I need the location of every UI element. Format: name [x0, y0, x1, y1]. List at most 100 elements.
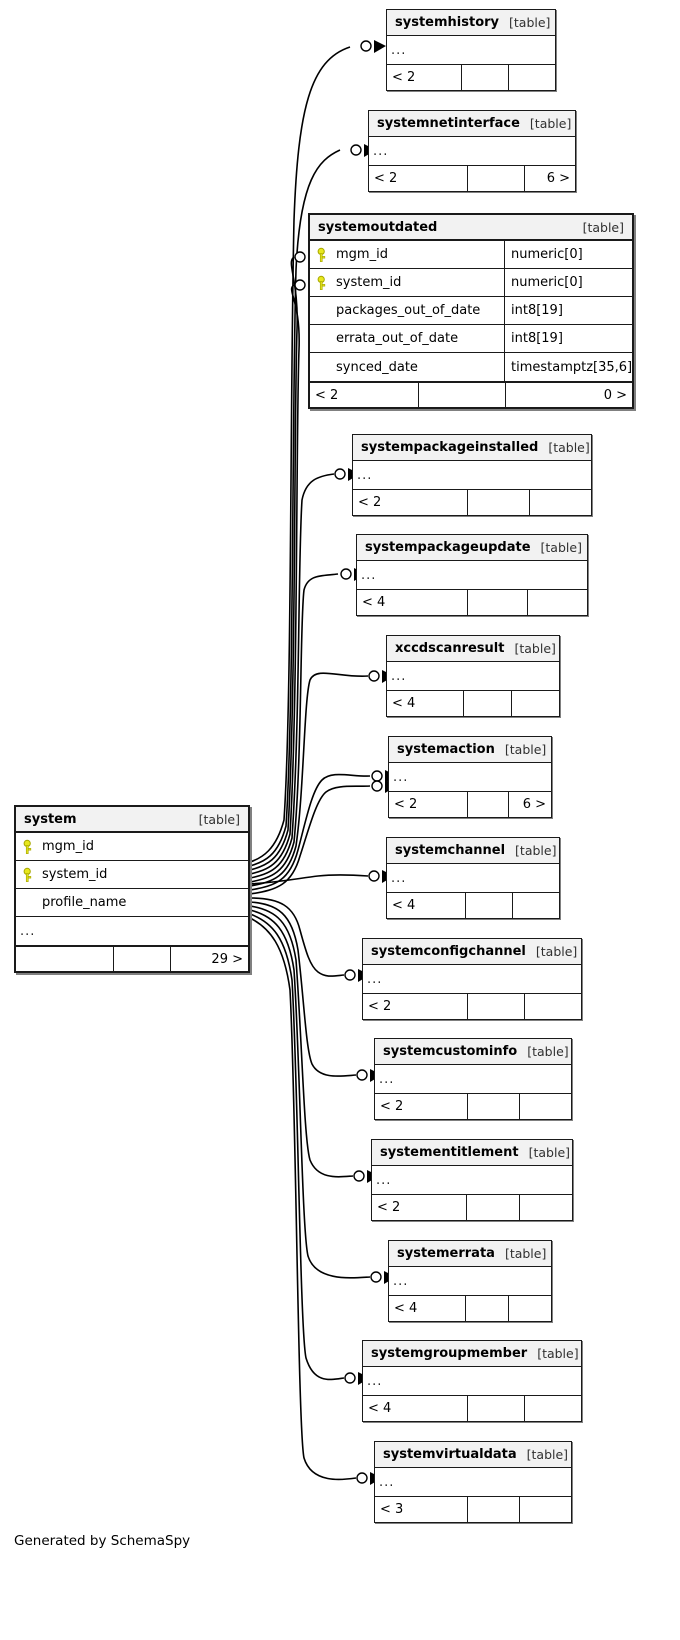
primary-key-icon: [22, 839, 38, 855]
table-header: systemvirtualdata [table]: [375, 1442, 571, 1468]
more-columns-indicator: ...: [391, 668, 407, 684]
column-cell: system_id: [310, 269, 504, 296]
table-node-systementitlement[interactable]: systementitlement[table]...< 2: [371, 1139, 573, 1221]
footer-children-count: [520, 1195, 573, 1220]
column-list: ...: [375, 1468, 571, 1496]
table-type-label: [table]: [514, 641, 556, 656]
primary-key-icon: [316, 275, 332, 291]
footer-children-count: [520, 1497, 572, 1522]
footer-parents-count: < 2: [310, 383, 419, 407]
table-node-xccdscanresult[interactable]: xccdscanresult[table]...< 4: [386, 635, 560, 717]
table-header: systemoutdated [table]: [310, 215, 632, 241]
column-name: mgm_id: [336, 247, 388, 262]
table-row: system_id: [16, 861, 248, 889]
table-name: systemvirtualdata: [383, 1447, 517, 1462]
table-node-systempackageupdate[interactable]: systempackageupdate[table]... < 4: [356, 534, 588, 616]
table-header: systemerrata[table]: [389, 1241, 551, 1267]
table-footer: < 2: [363, 993, 581, 1019]
table-header: systempackageupdate[table]: [357, 535, 587, 561]
more-columns-indicator: ...: [367, 1373, 383, 1389]
table-row-more: ...: [363, 965, 581, 993]
table-name: systemerrata: [397, 1246, 495, 1261]
footer-children-count: 6 >: [546, 171, 570, 186]
table-row: system_id numeric[0]: [310, 269, 632, 297]
column-cell: packages_out_of_date: [310, 297, 504, 324]
key-spacer: [316, 367, 336, 368]
footer-middle-cell: [462, 65, 509, 90]
footer-middle-cell: [466, 1296, 509, 1321]
table-row-more: ...: [372, 1166, 572, 1194]
column-name: system_id: [42, 867, 108, 882]
table-footer: < 2: [372, 1194, 572, 1220]
table-header: systemnetinterface [table]: [369, 111, 575, 137]
table-header: systemaction[table]: [389, 737, 551, 763]
table-header: systemcustominfo [table]: [375, 1039, 571, 1065]
footer-middle-cell: [419, 383, 506, 407]
table-node-systemchannel[interactable]: systemchannel[table]...< 4: [386, 837, 560, 919]
footer-parents-count: < 4: [357, 590, 468, 615]
table-node-system[interactable]: system [table] mgm_id system_id: [14, 805, 250, 973]
table-row: synced_date timestamptz[35,6]: [310, 353, 632, 381]
table-row-more: ...: [387, 662, 559, 690]
table-type-label: [table]: [526, 1447, 569, 1462]
footer-middle-cell: [468, 1094, 520, 1119]
column-list: ...: [387, 36, 555, 64]
column-list: ...: [369, 137, 575, 165]
footer-parents-count: < 4: [387, 893, 467, 918]
more-columns-indicator: ...: [367, 971, 383, 987]
column-type: timestamptz[35,6]: [504, 353, 632, 381]
footer-children-count: 29 >: [211, 951, 243, 967]
table-name: systemnetinterface: [377, 116, 520, 131]
table-type-label: [table]: [529, 116, 572, 131]
column-cell: profile_name: [16, 889, 248, 916]
more-columns-indicator: ...: [361, 567, 377, 583]
footer-middle-cell: [468, 590, 528, 615]
table-node-systemcustominfo[interactable]: systemcustominfo[table]...< 2: [374, 1038, 572, 1120]
footer-middle-cell: [468, 994, 525, 1019]
table-name: systemoutdated: [318, 219, 438, 235]
footer-parents-count: < 4: [389, 1296, 466, 1321]
table-node-systemgroupmember[interactable]: systemgroupmember[table]...< 4: [362, 1340, 582, 1422]
column-list: ...: [357, 561, 587, 589]
table-type-label: [table]: [504, 742, 547, 757]
more-columns-indicator: ...: [373, 143, 389, 159]
more-columns-indicator: ...: [393, 769, 409, 785]
table-footer: < 4: [389, 1295, 551, 1321]
footer-children-count: [525, 1396, 582, 1421]
table-footer: < 2: [353, 489, 591, 515]
column-cell: errata_out_of_date: [310, 325, 504, 352]
table-node-systemerrata[interactable]: systemerrata[table]... < 4: [388, 1240, 552, 1322]
column-list: ...: [353, 461, 591, 489]
key-spacer: [316, 338, 336, 339]
footer-parents-count: < 3: [375, 1497, 468, 1522]
footer-parents-count: < 2: [387, 65, 463, 90]
table-name: xccdscanresult: [395, 641, 505, 656]
table-node-systempackageinstalled[interactable]: systempackageinstalled[table]...< 2: [352, 434, 592, 516]
table-node-systemhistory[interactable]: systemhistory[table]...< 2: [386, 9, 556, 91]
table-name: systemcustominfo: [383, 1044, 518, 1059]
table-type-label: [table]: [582, 219, 624, 235]
table-node-systemvirtualdata[interactable]: systemvirtualdata [table]...< 3: [374, 1441, 572, 1523]
footer-children-count: [525, 994, 582, 1019]
column-list: ...: [363, 1367, 581, 1395]
table-type-label: [table]: [527, 1044, 569, 1059]
footer-parents-count: < 4: [363, 1396, 468, 1421]
table-name: systemhistory: [395, 15, 500, 30]
table-node-systemconfigchannel[interactable]: systemconfigchannel[table]...< 2: [362, 938, 582, 1020]
table-type-label: [table]: [548, 440, 590, 455]
table-node-systemoutdated[interactable]: systemoutdated [table] mgm_id numeric[0]: [308, 213, 634, 409]
footer-middle-cell: [464, 691, 512, 716]
more-columns-indicator: ...: [20, 923, 36, 939]
table-row-more: ...: [375, 1065, 571, 1093]
table-row: profile_name: [16, 889, 248, 917]
table-name: systemconfigchannel: [371, 944, 526, 959]
table-row: mgm_id: [16, 833, 248, 861]
footer-children-count: 6 >: [522, 797, 546, 812]
footer-middle-cell: [468, 490, 530, 515]
column-name: mgm_id: [42, 839, 94, 854]
column-list: ...: [389, 1267, 551, 1295]
table-name: systemgroupmember: [371, 1346, 528, 1361]
more-columns-indicator: ...: [393, 1273, 409, 1289]
